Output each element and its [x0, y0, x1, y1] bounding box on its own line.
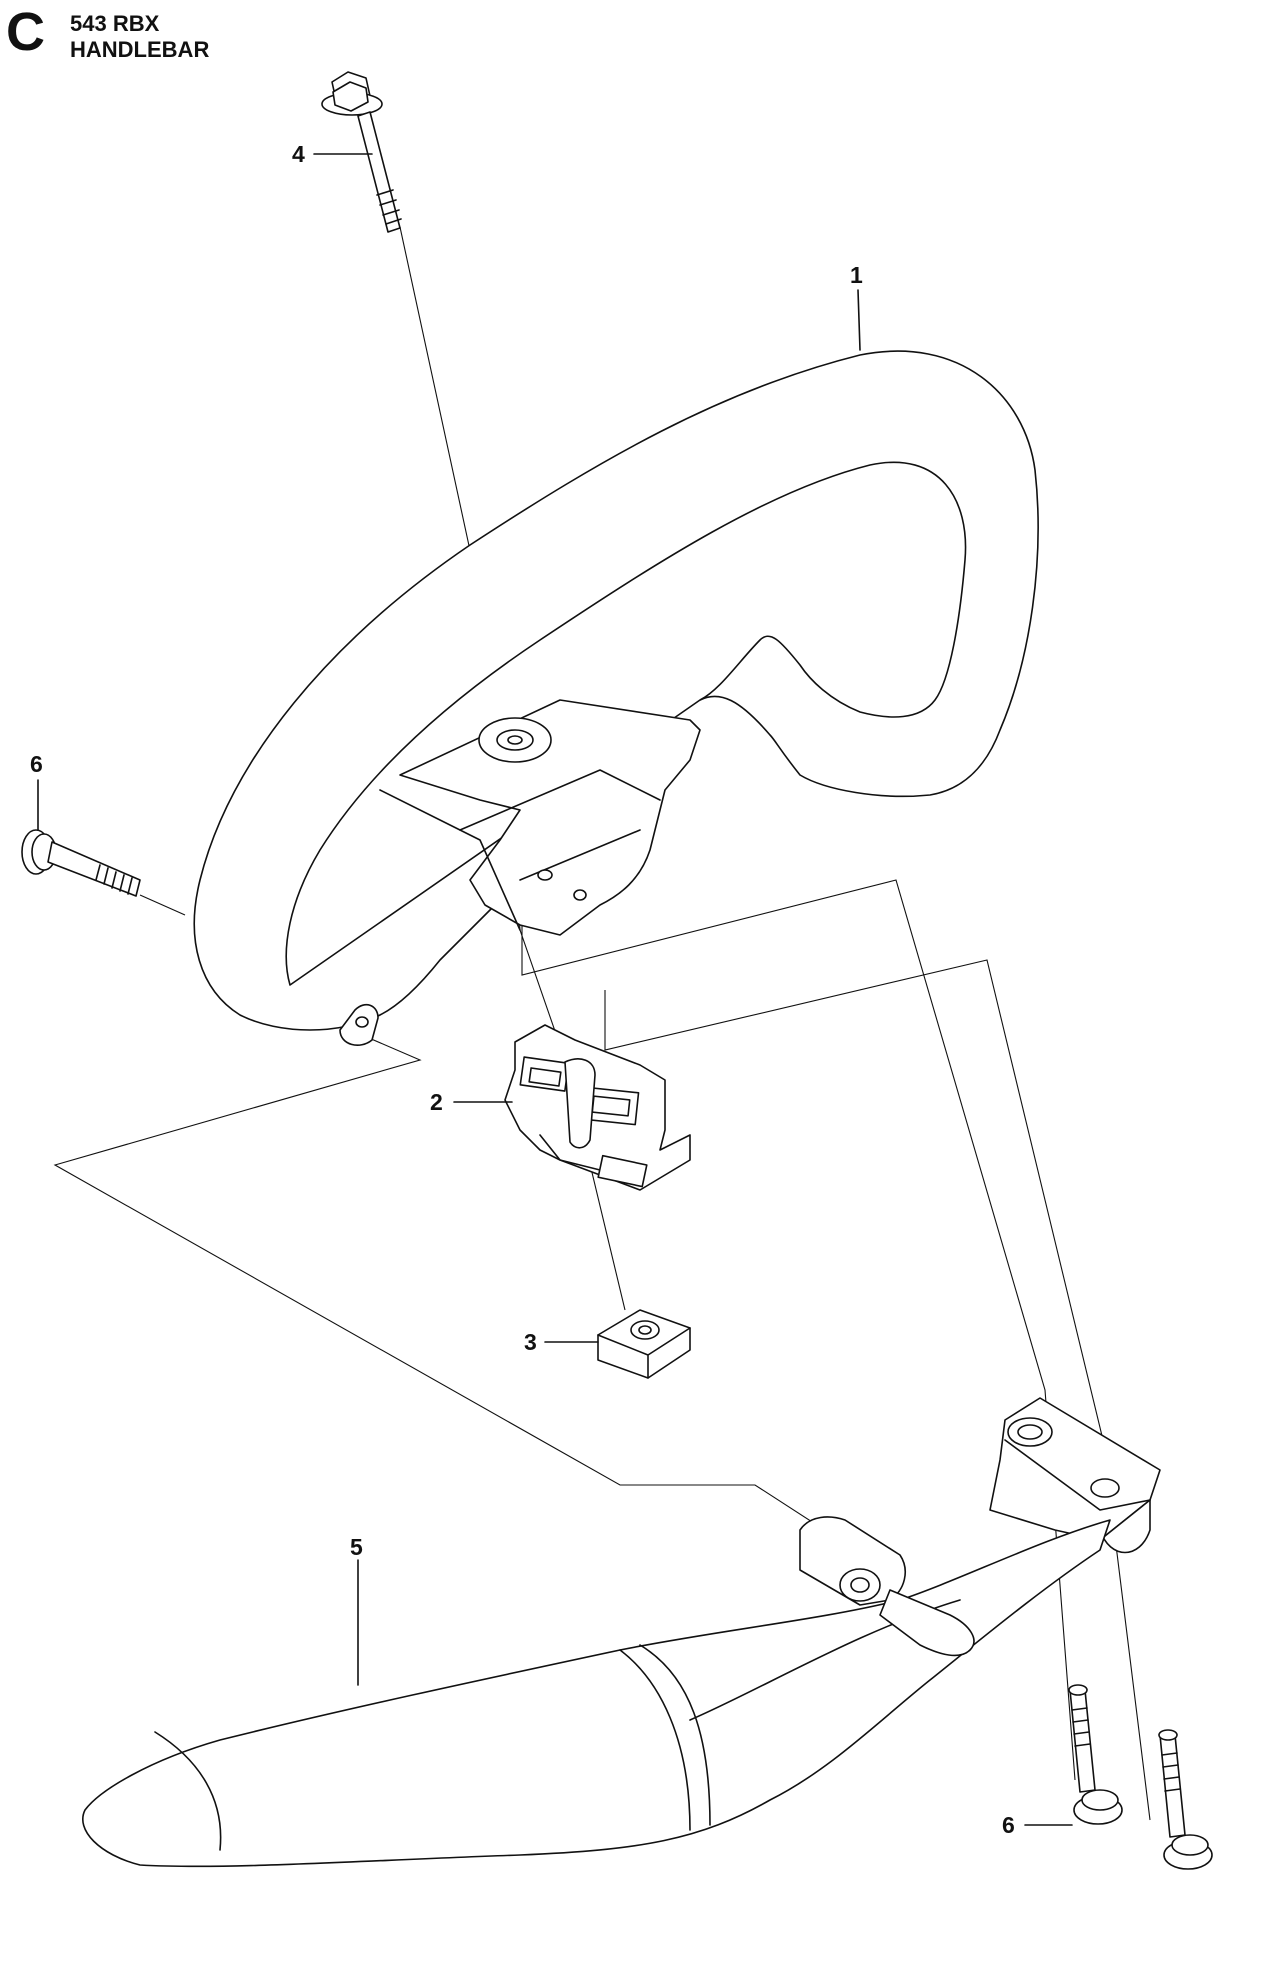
model-name: 543 RBX: [70, 11, 160, 36]
part-5-handle-bar: [82, 1397, 1161, 1868]
page-header: C 543 RBX HANDLEBAR: [0, 0, 320, 80]
part-6-bolts-lower: [1068, 1684, 1213, 1870]
part-2-clamp: [504, 1024, 691, 1191]
callout-2: 2: [430, 1089, 443, 1115]
callout-leaders: [37, 153, 1073, 1826]
part-3-nut: [597, 1309, 691, 1379]
callout-5: 5: [350, 1534, 363, 1560]
callout-6-upper: 6: [30, 751, 43, 777]
callout-labels: 1 2 3 4 5 6 6: [30, 141, 1015, 1838]
section-letter: C: [6, 2, 45, 62]
part-1-handle: [193, 350, 1039, 1046]
callout-4: 4: [292, 141, 305, 167]
part-4-bolt: [321, 71, 402, 233]
callout-6-lower: 6: [1002, 1812, 1015, 1838]
callout-1: 1: [850, 262, 863, 288]
page-title: HANDLEBAR: [70, 37, 210, 62]
callout-3: 3: [524, 1329, 537, 1355]
part-6-bolt-upper: [21, 829, 141, 897]
